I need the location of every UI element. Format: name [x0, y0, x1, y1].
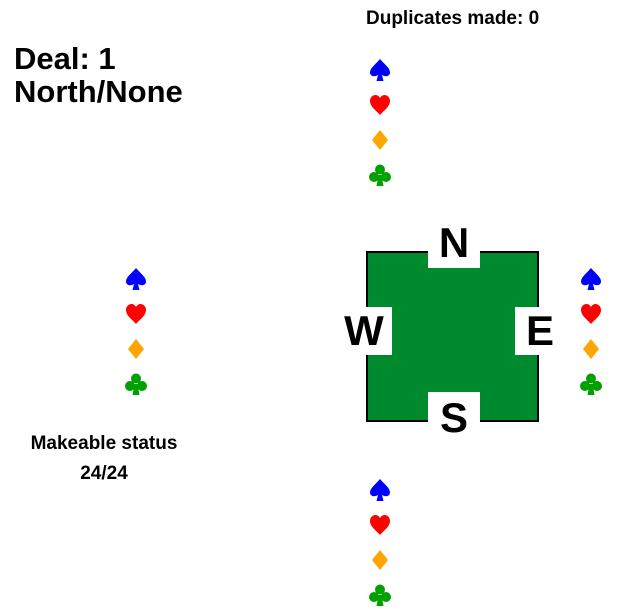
heart-icon	[369, 87, 391, 122]
heart-icon	[369, 507, 391, 542]
deal-title: Deal: 1	[14, 41, 116, 76]
makeable-status-label: Makeable status	[30, 433, 178, 454]
club-icon	[579, 366, 603, 401]
spade-icon	[369, 52, 391, 87]
spade-icon	[125, 261, 147, 296]
compass-south: S	[428, 392, 480, 444]
diamond-icon	[371, 122, 389, 157]
north-hand	[365, 52, 395, 192]
spade-icon	[369, 472, 391, 507]
compass-west: W	[336, 307, 392, 355]
club-icon	[368, 157, 392, 192]
diamond-icon	[127, 331, 145, 366]
heart-icon	[125, 296, 147, 331]
diamond-icon	[582, 331, 600, 366]
compass-east: E	[515, 307, 565, 355]
diamond-icon	[371, 542, 389, 577]
makeable-status: Makeable status 24/24	[14, 429, 194, 489]
east-hand	[576, 261, 606, 401]
heart-icon	[580, 296, 602, 331]
deal-info: Deal: 1 North/None	[14, 42, 183, 108]
south-hand	[365, 472, 395, 612]
spade-icon	[580, 261, 602, 296]
club-icon	[124, 366, 148, 401]
deal-dealer-vulnerability: North/None	[14, 74, 183, 109]
makeable-status-value: 24/24	[80, 463, 128, 484]
west-hand	[121, 261, 151, 401]
compass-north: N	[428, 218, 480, 268]
duplicates-made: Duplicates made: 0	[366, 8, 540, 29]
club-icon	[368, 577, 392, 612]
